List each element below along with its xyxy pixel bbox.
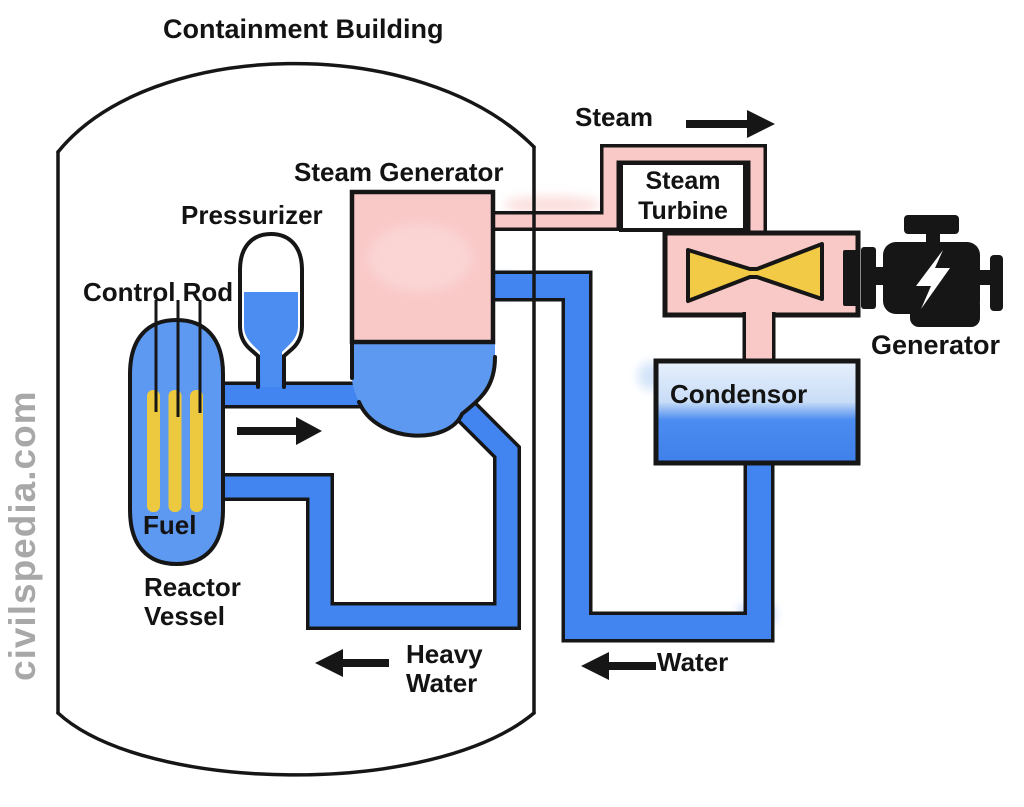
steam-generator-water-outline bbox=[350, 339, 497, 438]
containment-building-label: Containment Building bbox=[163, 14, 444, 44]
watermark: civilspedia.com bbox=[2, 390, 43, 681]
steam-flow-label: Steam bbox=[575, 102, 654, 132]
water-flow-label: Water bbox=[657, 647, 729, 677]
pipe-fills bbox=[218, 147, 771, 639]
steam-generator bbox=[349, 189, 497, 438]
condensor-tank bbox=[653, 358, 861, 466]
containment-building-outline bbox=[56, 61, 536, 777]
control-rods bbox=[154, 300, 202, 417]
flow-arrows bbox=[237, 110, 775, 680]
control-rod-label: Control Rod bbox=[83, 277, 234, 307]
heavy-water-flow-arrow-icon bbox=[315, 649, 389, 677]
fuel-rod bbox=[147, 390, 160, 512]
water-flow-arrow-icon bbox=[581, 652, 656, 680]
lightning-bolt-icon bbox=[916, 250, 950, 309]
pressurizer bbox=[238, 231, 304, 389]
reactor-vessel bbox=[128, 300, 225, 567]
generator-icon bbox=[861, 215, 1003, 327]
condensor-label: Condensor bbox=[670, 379, 808, 409]
turbine-label-box bbox=[619, 161, 747, 232]
reactor-flow-arrow-icon bbox=[237, 417, 322, 445]
reactor-vessel-label: Reactor Vessel bbox=[144, 572, 241, 632]
steam-generator-label: Steam Generator bbox=[294, 157, 504, 187]
primary-loop-pipe-outline bbox=[222, 397, 521, 630]
turbine-blades bbox=[686, 242, 824, 303]
pressurizer-outline bbox=[238, 231, 304, 389]
turbine-shaft bbox=[843, 250, 859, 306]
heavy-water-label: Heavy Water bbox=[406, 639, 483, 699]
feedwater-loop-pipe bbox=[494, 274, 771, 639]
fuel-rod bbox=[168, 390, 182, 512]
pressurizer-water bbox=[244, 292, 298, 387]
fuel-rods bbox=[147, 390, 203, 512]
steam-flow-arrow-icon bbox=[686, 110, 775, 138]
primary-loop-pipe bbox=[222, 399, 518, 627]
steam-turbine-label: Steam Turbine bbox=[638, 167, 728, 225]
generator-label: Generator bbox=[871, 330, 1001, 360]
steam-line bbox=[490, 147, 764, 245]
pressurizer-label: Pressurizer bbox=[181, 200, 323, 230]
fuel-label: Fuel bbox=[143, 510, 197, 540]
steam-generator-water bbox=[351, 341, 495, 436]
fuel-rod bbox=[190, 390, 203, 512]
